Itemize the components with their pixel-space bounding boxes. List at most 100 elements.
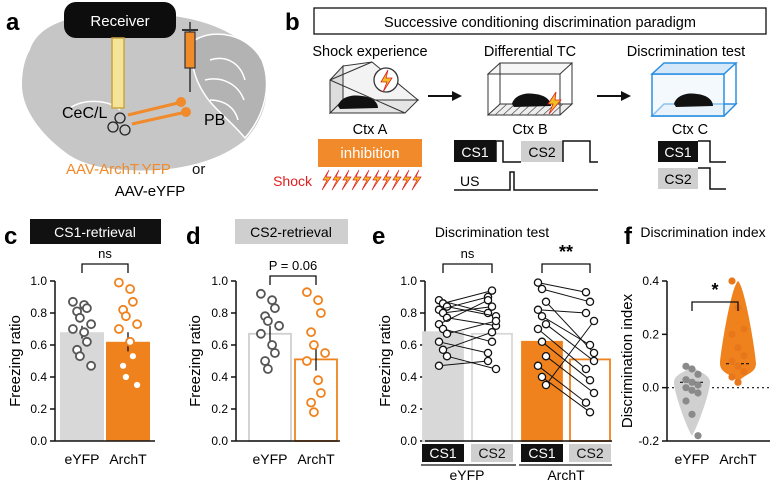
cec-neuron-3 — [119, 124, 131, 136]
y-axis-label: Freezing ratio — [7, 315, 24, 407]
x-tick-label: eYFP — [252, 451, 287, 467]
data-point — [487, 337, 497, 347]
bar — [106, 341, 150, 441]
data-point — [313, 375, 324, 386]
y-tick-label: 0.2 — [211, 402, 228, 416]
data-point — [533, 324, 543, 334]
significance-label: ns — [98, 246, 112, 261]
cs-tag — [471, 444, 513, 462]
cs1-tag-label: CS1 — [461, 144, 488, 160]
data-point — [301, 356, 312, 366]
data-point — [86, 360, 96, 371]
y-tick-label: 0.6 — [30, 338, 47, 352]
data-point — [585, 297, 595, 307]
context-b-label: Ctx B — [512, 122, 547, 138]
data-point — [127, 351, 138, 362]
significance-bracket — [442, 263, 493, 273]
cs1-tag — [454, 140, 496, 162]
context-a-label: Ctx A — [353, 122, 388, 138]
x-tick-label: ArchT — [109, 451, 147, 467]
paired-line — [442, 328, 493, 343]
data-point — [125, 336, 136, 347]
data-point — [688, 386, 696, 394]
data-point — [682, 376, 690, 384]
data-point — [487, 327, 497, 337]
data-point — [127, 296, 138, 307]
data-point — [541, 351, 551, 361]
data-point — [688, 365, 696, 373]
data-point — [537, 311, 547, 321]
data-point — [728, 277, 736, 285]
bar — [248, 332, 292, 442]
shock-bolt-icon — [547, 91, 562, 115]
data-point — [487, 302, 497, 311]
data-point — [740, 368, 748, 376]
region-label-cec: CeC/L — [62, 105, 107, 122]
data-point — [125, 284, 136, 294]
y-tick-label: 0.0 — [211, 434, 228, 448]
data-point — [728, 373, 736, 381]
data-point — [114, 277, 124, 288]
stage-arrow-1 — [428, 91, 462, 101]
x-tick-label: CS1 — [528, 445, 555, 461]
data-point — [541, 297, 551, 307]
y-axis-label: Freezing ratio — [377, 315, 394, 407]
data-point — [537, 284, 547, 294]
panel-label-a: a — [6, 9, 20, 36]
y-tick-label: 0.4 — [211, 370, 228, 384]
projection-axon-2 — [131, 110, 187, 126]
data-point — [682, 397, 690, 405]
data-point — [121, 372, 131, 382]
paired-line — [446, 306, 497, 317]
y-tick-label: 0.6 — [211, 338, 228, 352]
x-tick-label: CS2 — [478, 445, 505, 461]
paired-line — [541, 288, 591, 303]
stage-1-heading: Shock experience — [312, 44, 427, 60]
data-point — [434, 361, 444, 371]
y-tick-label: 0.4 — [400, 370, 417, 384]
paired-line — [537, 282, 587, 293]
data-point — [734, 344, 742, 352]
virus-archt-label: AAV-ArchT.YFP — [66, 161, 171, 178]
significance-label: ns — [461, 246, 475, 261]
x-tick-label: eYFP — [64, 451, 99, 467]
data-point — [260, 356, 271, 366]
us-trace — [454, 171, 598, 191]
data-point — [262, 316, 273, 326]
pb-terminal-2 — [181, 107, 191, 117]
data-point — [491, 316, 501, 326]
cs2-tag-label: CS2 — [528, 144, 555, 160]
paradigm-title-box — [313, 7, 767, 35]
inhibition-bar — [318, 139, 422, 167]
paired-line — [545, 320, 595, 386]
data-point — [308, 340, 319, 350]
shock-bolt-icon — [411, 169, 422, 191]
shock-bolts — [321, 169, 422, 191]
data-point — [269, 303, 280, 314]
data-point — [308, 407, 319, 418]
data-point — [740, 325, 748, 333]
paired-line — [545, 355, 595, 394]
significance-bracket — [81, 263, 129, 273]
x-tick-label: CS1 — [429, 445, 456, 461]
x-tick-label: ArchT — [297, 451, 335, 467]
cs1-test-tag — [658, 141, 698, 162]
cerebellum-folds — [204, 57, 246, 121]
cs2-tag — [521, 141, 563, 162]
context-b-cage — [486, 62, 574, 116]
significance-bracket — [541, 263, 591, 273]
data-point — [734, 378, 742, 386]
y-tick-label: 0.4 — [642, 274, 659, 288]
bar — [569, 358, 611, 442]
data-point — [589, 348, 599, 358]
chart-title: CS2-retrieval — [250, 224, 332, 240]
panel-label-c: c — [4, 223, 17, 250]
data-point — [267, 295, 278, 306]
data-point — [132, 380, 143, 390]
data-point — [585, 407, 595, 417]
x-tick-label: CS2 — [576, 445, 603, 461]
y-tick-label: 0.0 — [30, 434, 47, 448]
data-point — [68, 296, 78, 307]
significance-label: * — [711, 280, 718, 300]
